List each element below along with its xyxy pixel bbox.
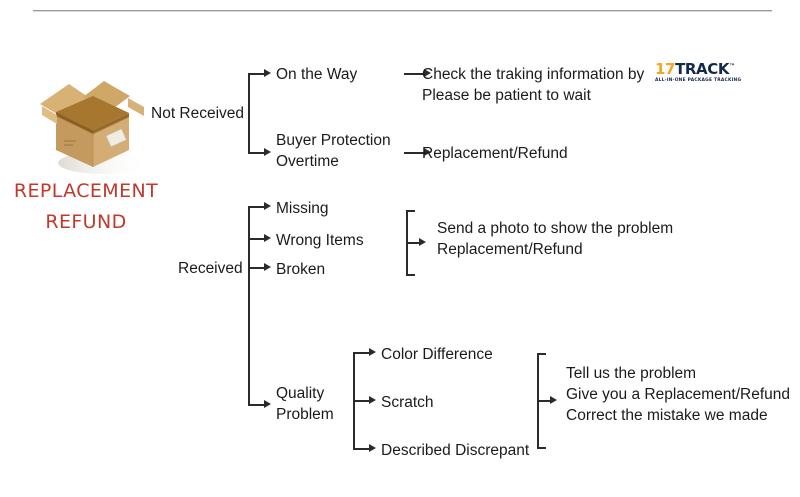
node-quality-problem: Quality Problem bbox=[276, 383, 356, 425]
arrowhead-broken bbox=[264, 263, 271, 271]
node-missing: Missing bbox=[276, 200, 329, 217]
node-broken: Broken bbox=[276, 261, 326, 278]
logo-trademark-icon: ™ bbox=[729, 63, 735, 70]
node-scratch: Scratch bbox=[381, 394, 434, 411]
page-title-line-1: REPLACEMENT bbox=[13, 180, 159, 202]
arrowhead-buyer-protection-outcome bbox=[424, 148, 431, 156]
connector-wrong-items-arm bbox=[248, 238, 265, 240]
outcome-received-group-one: Send a photo to show the problem Replace… bbox=[437, 218, 767, 260]
outcome-on-the-way-line-2: Please be patient to wait bbox=[422, 87, 591, 104]
quality-problem-line-1: Quality bbox=[276, 385, 325, 402]
bracket-stem bbox=[537, 400, 550, 402]
arrowhead-quality-problem-outcome bbox=[550, 396, 557, 404]
open-cardboard-box-icon bbox=[26, 68, 158, 180]
top-divider-rule bbox=[33, 10, 772, 12]
arrowhead-color-difference bbox=[369, 348, 376, 356]
node-described-discrepant: Described Discrepant bbox=[381, 442, 530, 459]
connector-received-spine bbox=[248, 206, 250, 405]
connector-missing-arm bbox=[248, 206, 265, 208]
bracket-cap-bottom bbox=[537, 447, 546, 449]
arrowhead-on-the-way-outcome bbox=[424, 69, 431, 77]
connector-buyer-protection-arm bbox=[248, 152, 265, 154]
arrowhead-missing bbox=[264, 202, 271, 210]
arrowhead-on-the-way bbox=[264, 69, 271, 77]
outcome-on-the-way: Check the traking information by Please … bbox=[422, 64, 782, 106]
connector-on-the-way-outcome bbox=[404, 73, 426, 75]
bracket-stem bbox=[406, 242, 419, 244]
connector-scratch-arm bbox=[353, 400, 370, 402]
page-title-line-2: REFUND bbox=[45, 211, 127, 233]
bracket-cap-top bbox=[537, 353, 546, 355]
buyer-protection-line-1: Buyer Protection bbox=[276, 132, 391, 149]
outcome-quality-line-2: Give you a Replacement/Refund bbox=[566, 386, 791, 403]
branch-label-not-received: Not Received bbox=[151, 105, 245, 122]
node-buyer-protection-overtime: On the Way Buyer Protection Overtime bbox=[276, 130, 406, 172]
arrowhead-buyer-protection bbox=[264, 148, 271, 156]
outcome-on-the-way-line-1: Check the traking information by bbox=[422, 64, 782, 85]
bracket-cap-bottom bbox=[406, 274, 415, 276]
connector-color-difference-arm bbox=[353, 352, 370, 354]
arrowhead-wrong-items bbox=[264, 234, 271, 242]
outcome-group-one-line-1: Send a photo to show the problem bbox=[437, 220, 674, 237]
outcome-quality-problem: Tell us the problem Give you a Replaceme… bbox=[566, 363, 796, 426]
buyer-protection-line-2: Overtime bbox=[276, 153, 339, 170]
connector-not-received-spine bbox=[248, 73, 250, 154]
outcome-group-one-line-2: Replacement/Refund bbox=[437, 241, 583, 258]
connector-on-the-way-arm bbox=[248, 73, 265, 75]
node-on-the-way: On the Way bbox=[276, 66, 358, 83]
quality-problem-line-2: Problem bbox=[276, 406, 334, 423]
outcome-quality-line-1: Tell us the problem bbox=[566, 365, 697, 382]
logo-word: TRACK bbox=[675, 60, 730, 78]
logo-number: 17 bbox=[655, 60, 676, 78]
arrowhead-quality-problem bbox=[264, 400, 271, 408]
seventeen-track-logo[interactable]: 17TRACK™ ALL-IN-ONE PACKAGE TRACKING bbox=[655, 59, 742, 84]
seventeen-track-wordmark: 17TRACK™ bbox=[655, 59, 735, 78]
connector-quality-problem-arm bbox=[248, 404, 265, 406]
outcome-buyer-protection: Replacement/Refund bbox=[422, 145, 568, 162]
connector-broken-arm bbox=[248, 267, 265, 269]
node-color-difference: Color Difference bbox=[381, 346, 493, 363]
branch-label-received: Received bbox=[178, 260, 243, 277]
arrowhead-received-group-one-outcome bbox=[419, 238, 426, 246]
arrowhead-scratch bbox=[369, 396, 376, 404]
arrowhead-described-discrepant bbox=[369, 444, 376, 452]
node-wrong-items: Wrong Items bbox=[276, 232, 364, 249]
outcome-on-the-way-text: Check the traking information by bbox=[422, 66, 645, 83]
outcome-quality-line-3: Correct the mistake we made bbox=[566, 407, 768, 424]
connector-described-discrepant-arm bbox=[353, 448, 370, 450]
logo-tagline: ALL-IN-ONE PACKAGE TRACKING bbox=[655, 78, 742, 83]
connector-buyer-protection-outcome bbox=[404, 152, 426, 154]
bracket-cap-top bbox=[406, 210, 415, 212]
